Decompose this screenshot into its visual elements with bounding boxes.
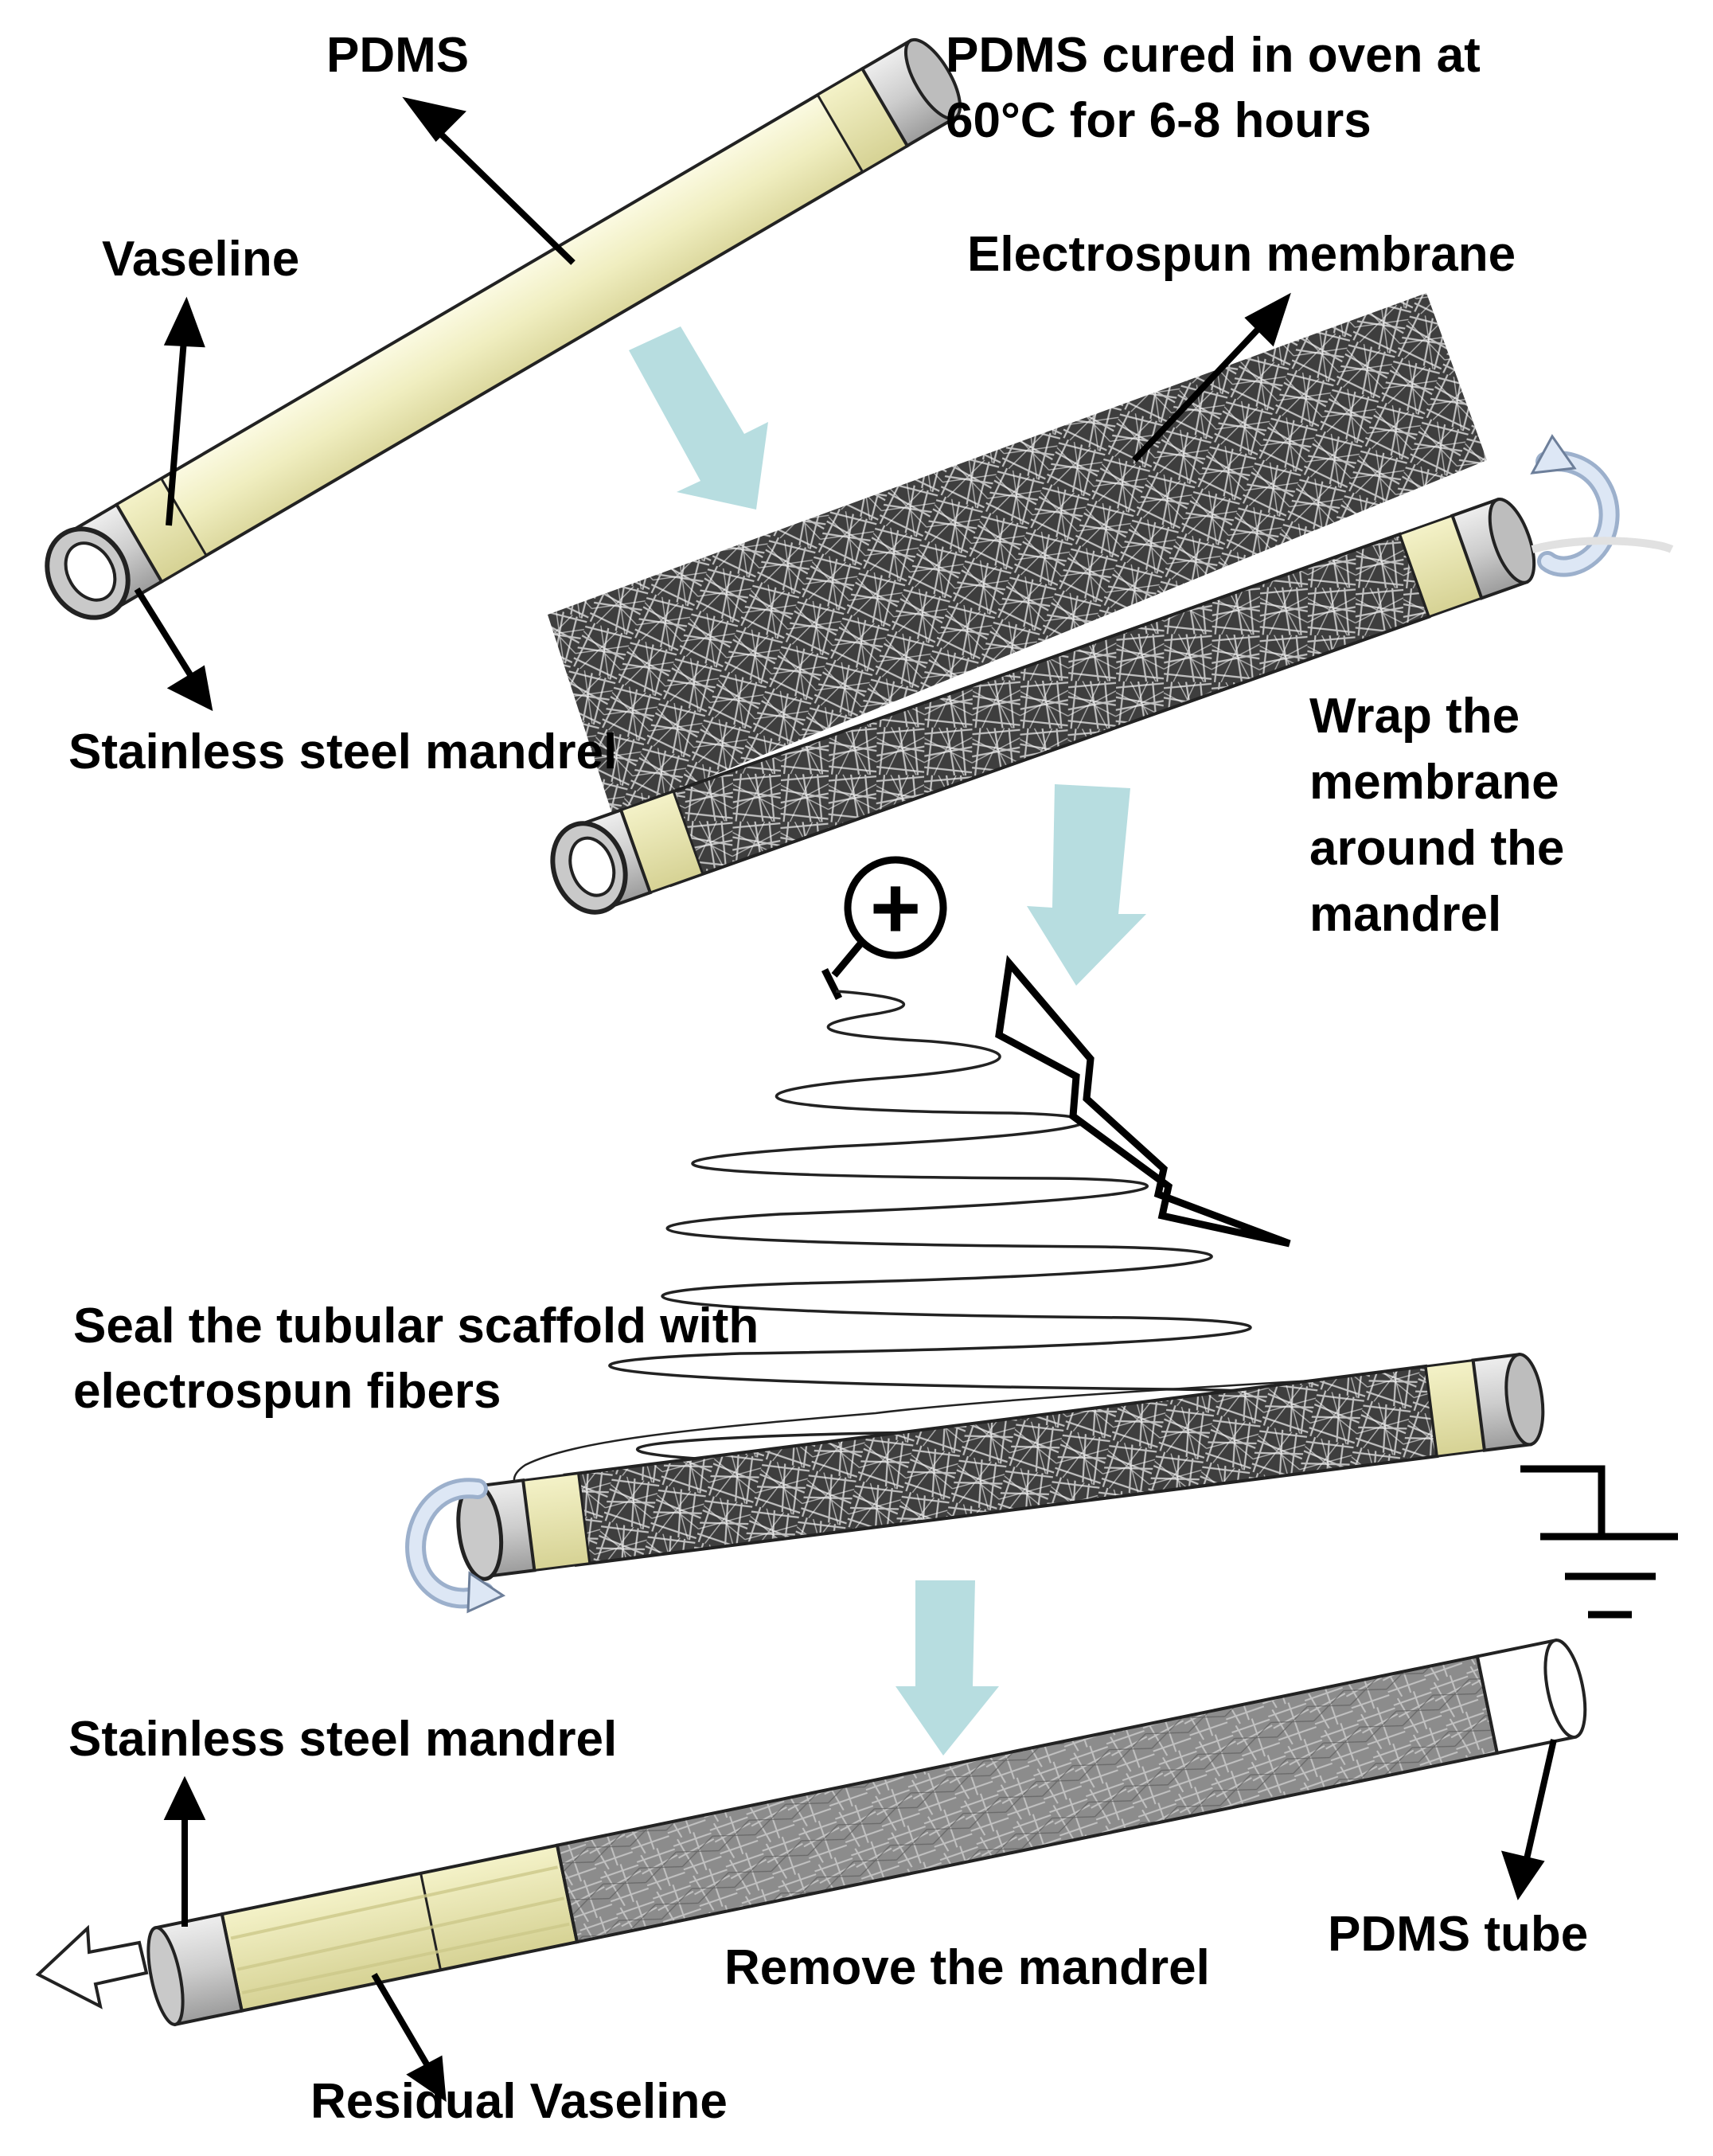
label-wrap-line4: mandrel [1309, 887, 1501, 942]
pull-arrow-icon [35, 1924, 149, 2010]
sealed-scaffold-body [563, 1364, 1439, 1567]
label-stainless-mandrel-top: Stainless steel mandrel [68, 725, 617, 779]
arrow-pdms [402, 96, 576, 265]
rotation-arrow-icon [1530, 434, 1620, 577]
pointer-arrows [134, 96, 1557, 2103]
arrow-vaseline [163, 296, 205, 526]
flow-arrow-icon [629, 326, 1146, 1756]
label-pdms-cured-line1: PDMS cured in oven at [946, 28, 1481, 83]
step4-remove-mandrel [35, 1638, 1587, 2027]
label-seal-line1: Seal the tubular scaffold with [73, 1299, 759, 1353]
label-pdms-tube: PDMS tube [1328, 1907, 1588, 1962]
arrow-stainless-top [134, 587, 213, 712]
label-electrospun-membrane: Electrospun membrane [967, 227, 1516, 282]
rotation-arrow-icon [405, 1478, 506, 1614]
label-seal-line2: electrospun fibers [73, 1364, 501, 1419]
positive-electrode-icon: + [821, 856, 947, 1001]
fiber-jet-spiral [544, 990, 1329, 1522]
arrow-pdms-tube [1500, 1739, 1557, 1900]
label-stainless-mandrel-bottom: Stainless steel mandrel [68, 1712, 617, 1767]
ground-icon [1520, 1465, 1678, 1619]
arrow-stainless-bottom [163, 1775, 206, 1927]
label-wrap-line1: Wrap the [1309, 689, 1520, 744]
fiber-jet-spiral-2 [513, 1372, 1442, 1502]
arrow-membrane [1132, 292, 1291, 463]
step2-membrane-wrap [548, 293, 1674, 915]
lightning-icon [995, 955, 1291, 1248]
pdms-coating [114, 66, 910, 584]
label-wrap-line3: around the [1309, 821, 1564, 876]
svg-text:+: + [870, 859, 921, 957]
label-remove-mandrel: Remove the mandrel [724, 1940, 1210, 1995]
label-pdms-cured-line2: 60°C for 6-8 hours [946, 93, 1372, 148]
label-residual-vaseline: Residual Vaseline [310, 2074, 728, 2129]
electrospun-membrane-sheet [548, 293, 1487, 816]
pdms-scaffold-tube [555, 1654, 1500, 1944]
label-wrap-line2: membrane [1309, 755, 1559, 810]
label-pdms: PDMS [326, 28, 469, 83]
step3-electrospinning: + [405, 856, 1678, 1619]
text-labels: PDMS PDMS cured in oven at 60°C for 6-8 … [68, 28, 1588, 2129]
arrow-residual-vaseline [371, 1972, 447, 2103]
step1-mandrel-pdms [45, 37, 962, 620]
label-vaseline: Vaseline [102, 232, 299, 287]
